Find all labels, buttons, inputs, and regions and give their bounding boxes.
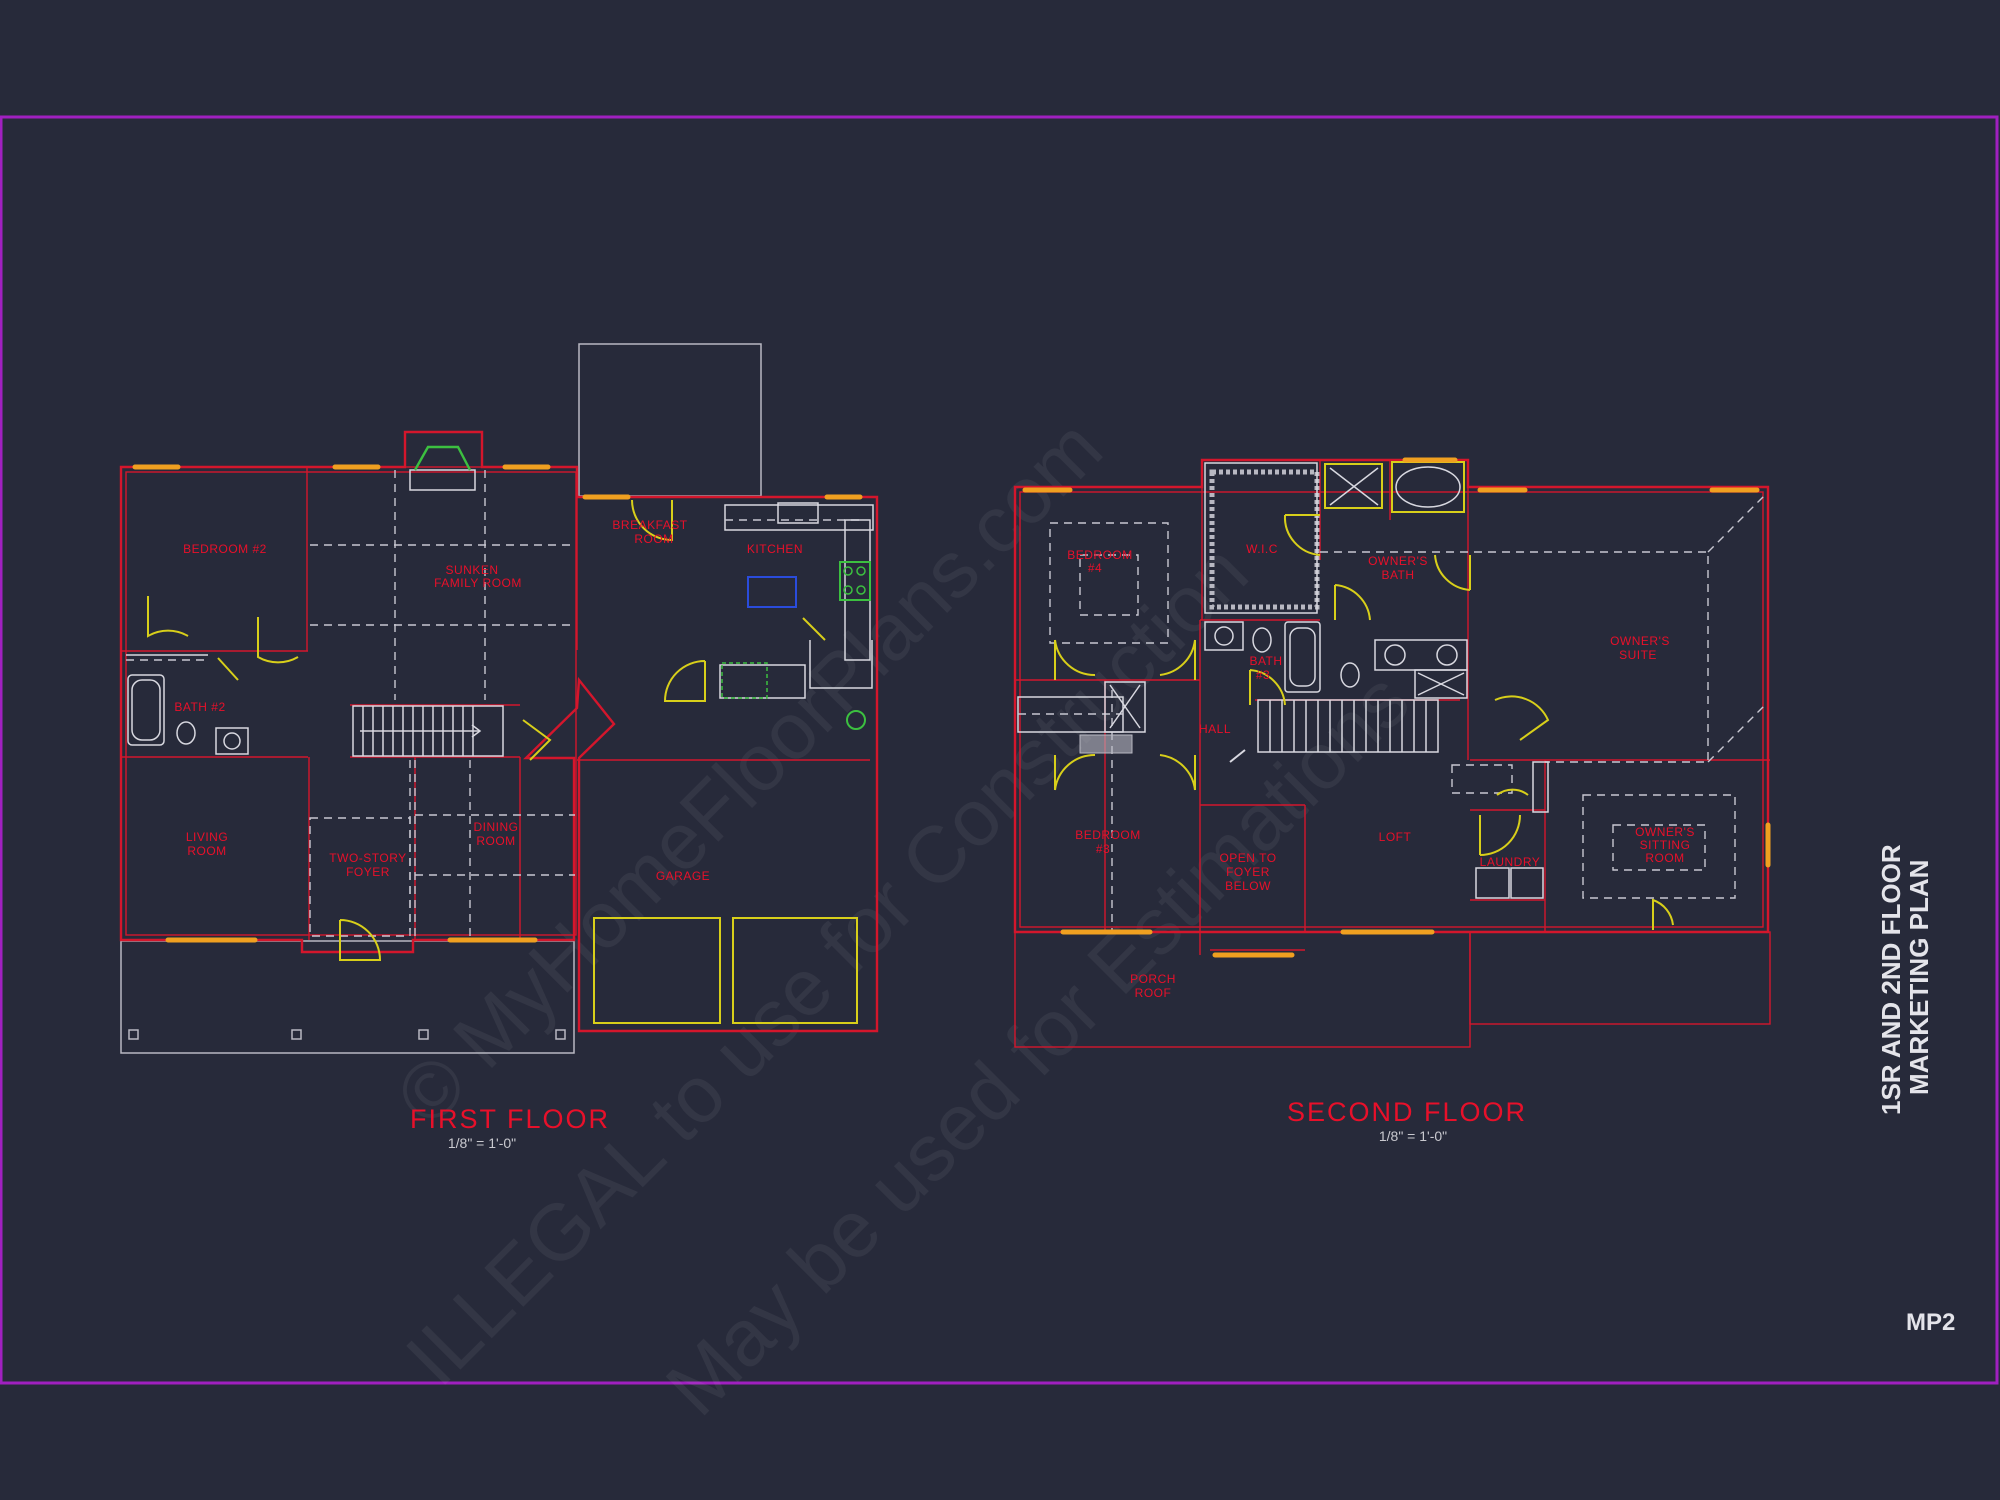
label-breakfast-2: ROOM (634, 532, 673, 546)
label-bedroom2: BEDROOM #2 (183, 542, 267, 556)
label-bath2: BATH #2 (174, 700, 225, 714)
front-porch (120, 940, 575, 1054)
first-floor-stairs (352, 705, 504, 757)
second-floor-room-labels: BEDROOM #4 W.I.C OWNER'S BATH OWNER'S SU… (1067, 542, 1695, 1000)
label-porch-roof-1: PORCH (1130, 972, 1176, 986)
garage-roof-outline (1469, 931, 1771, 1025)
label-wic: W.I.C (1246, 542, 1278, 556)
bath2-fixtures (126, 654, 249, 755)
garage-doors (593, 917, 858, 1024)
label-bath3-1: BATH (1249, 654, 1282, 668)
wic-shelving (1204, 462, 1320, 614)
bath3-fixtures (1204, 621, 1360, 693)
label-loft: LOFT (1379, 830, 1412, 844)
label-living-1: LIVING (186, 830, 228, 844)
label-sitting-2: SITTING (1640, 838, 1691, 852)
label-porch-roof-2: ROOF (1135, 986, 1172, 1000)
kitchen-island (747, 576, 797, 608)
label-breakfast-1: BREAKFAST (612, 518, 687, 532)
second-floor-scale: 1/8" = 1'-0" (1379, 1128, 1447, 1144)
kitchen-fixtures (719, 502, 874, 730)
second-floor-plan: BEDROOM #4 W.I.C OWNER'S BATH OWNER'S SU… (1013, 457, 1771, 1144)
side-title-line-2: MARKETING PLAN (1904, 860, 1934, 1095)
label-open-foyer-1: OPEN TO (1219, 851, 1276, 865)
first-floor-windows (132, 464, 863, 943)
first-floor-title: FIRST FLOOR (410, 1104, 610, 1134)
second-floor-title: SECOND FLOOR (1287, 1097, 1527, 1127)
first-floor-room-labels: BEDROOM #2 SUNKEN FAMILY ROOM BREAKFAST … (174, 518, 803, 883)
label-foyer-2: FOYER (346, 865, 390, 879)
watermark: © MyHomeFloorPlans.com ILLEGAL to use fo… (379, 402, 1426, 1432)
label-bedroom4-1: BEDROOM (1067, 548, 1133, 562)
label-owners-suite-2: SUITE (1619, 648, 1657, 662)
second-floor-windows (1022, 457, 1771, 958)
second-floor-doors (1054, 514, 1674, 930)
label-hall: HALL (1199, 722, 1231, 736)
side-title-line-1: 1SR AND 2ND FLOOR (1876, 844, 1906, 1115)
second-floor-stairs (1257, 699, 1439, 753)
rear-patio (578, 343, 762, 497)
label-dining-1: DINING (474, 820, 519, 834)
label-sitting-1: OWNER'S (1635, 825, 1695, 839)
fireplace (404, 431, 483, 491)
bedroom3-closet (1017, 681, 1146, 754)
label-open-foyer-2: FOYER (1226, 865, 1270, 879)
label-family-2: FAMILY ROOM (434, 576, 522, 590)
label-family-1: SUNKEN (445, 563, 498, 577)
laundry-fixtures (1475, 761, 1549, 899)
label-foyer-1: TWO-STORY (329, 851, 406, 865)
first-floor-scale: 1/8" = 1'-0" (448, 1135, 516, 1151)
label-bedroom3-2: #3 (1096, 842, 1110, 856)
label-open-foyer-3: BELOW (1225, 879, 1271, 893)
label-owners-bath-1: OWNER'S (1368, 554, 1428, 568)
label-kitchen: KITCHEN (747, 542, 803, 556)
label-living-2: ROOM (187, 844, 226, 858)
sheet-title-block: 1SR AND 2ND FLOOR MARKETING PLAN (1876, 844, 1934, 1115)
sheet-border (0, 115, 1999, 1385)
label-bedroom4-2: #4 (1088, 561, 1102, 575)
label-bath3-2: #3 (1256, 668, 1270, 682)
first-floor-doors (147, 499, 826, 961)
label-owners-bath-2: BATH (1381, 568, 1414, 582)
label-laundry: LAUNDRY (1480, 855, 1541, 869)
label-bedroom3-1: BEDROOM (1075, 828, 1141, 842)
label-garage: GARAGE (656, 869, 710, 883)
first-floor-plan: BEDROOM #2 SUNKEN FAMILY ROOM BREAKFAST … (119, 343, 879, 1151)
sheet-number: MP2 (1906, 1309, 1955, 1336)
owners-bath-fixtures (1324, 461, 1468, 699)
label-sitting-3: ROOM (1645, 851, 1684, 865)
label-owners-suite-1: OWNER'S (1610, 634, 1670, 648)
label-dining-2: ROOM (476, 834, 515, 848)
